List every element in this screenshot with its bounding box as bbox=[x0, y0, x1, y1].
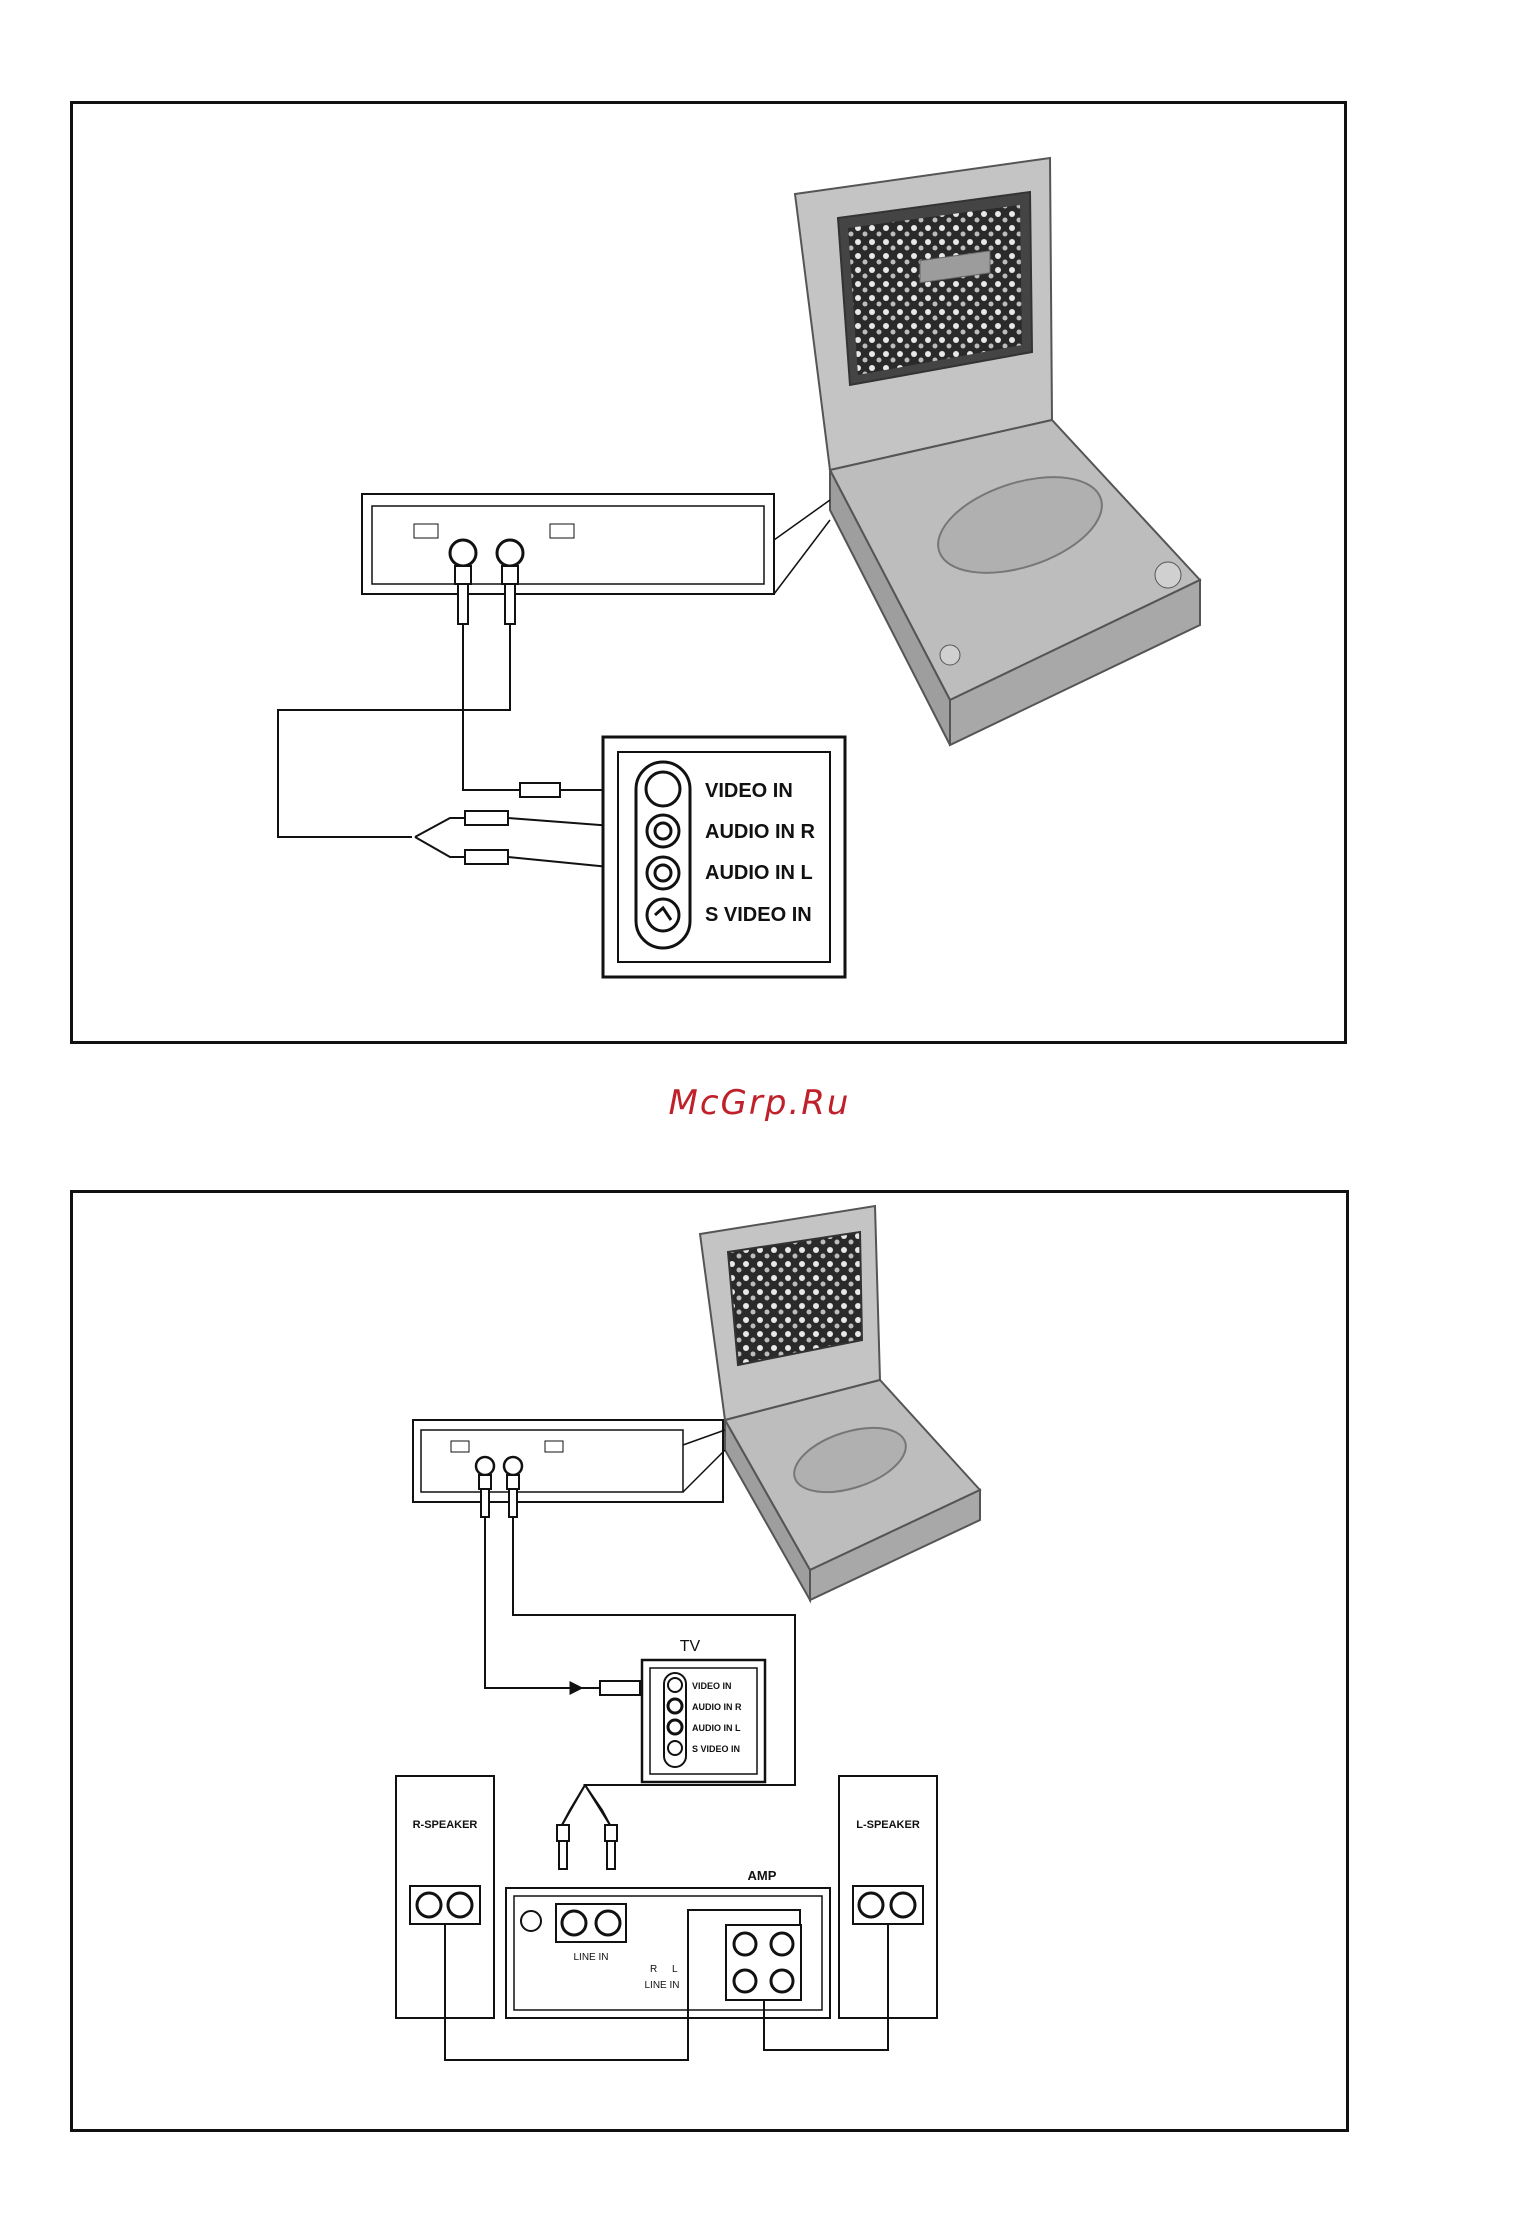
portable-dvd-player-bottom bbox=[700, 1206, 980, 1600]
video-out-jack bbox=[450, 540, 476, 566]
label-r-speaker: R-SPEAKER bbox=[413, 1819, 478, 1831]
rca-plugs-bottom bbox=[557, 1681, 640, 1869]
audio-out-jack bbox=[497, 540, 523, 566]
rca-plugs-top bbox=[465, 783, 560, 864]
label-audio-in-l: AUDIO IN L bbox=[705, 862, 813, 884]
label-r: R bbox=[650, 1964, 657, 1975]
label-l-speaker: L-SPEAKER bbox=[856, 1819, 920, 1831]
label-s-video-in-small: S VIDEO IN bbox=[692, 1744, 740, 1754]
label-audio-in-r: AUDIO IN R bbox=[705, 821, 816, 843]
tv-input-panel-bottom: TV VIDEO IN AUDIO IN R AUDIO IN L S VIDE… bbox=[642, 1638, 765, 1782]
label-line-in-2: LINE IN bbox=[644, 1980, 679, 1991]
tv-input-panel-top: VIDEO IN AUDIO IN R AUDIO IN L S VIDEO I… bbox=[603, 737, 845, 977]
player-jack-panel-top bbox=[362, 494, 830, 624]
amplifier: AMP LINE IN R L LINE IN bbox=[506, 1868, 830, 2018]
label-audio-in-r-small: AUDIO IN R bbox=[692, 1702, 742, 1712]
cables-top bbox=[278, 624, 640, 870]
label-audio-in-l-small: AUDIO IN L bbox=[692, 1723, 741, 1733]
label-line-in-1: LINE IN bbox=[573, 1952, 608, 1963]
label-video-in: VIDEO IN bbox=[705, 780, 793, 802]
label-s-video-in: S VIDEO IN bbox=[705, 904, 812, 926]
tv-title: TV bbox=[680, 1638, 701, 1655]
label-l: L bbox=[672, 1964, 678, 1975]
portable-dvd-player-top bbox=[795, 158, 1200, 745]
screen-flowers-image bbox=[848, 205, 1022, 375]
label-amp: AMP bbox=[748, 1868, 777, 1883]
player-jack-panel-bottom bbox=[413, 1420, 725, 1517]
label-video-in-small: VIDEO IN bbox=[692, 1681, 732, 1691]
